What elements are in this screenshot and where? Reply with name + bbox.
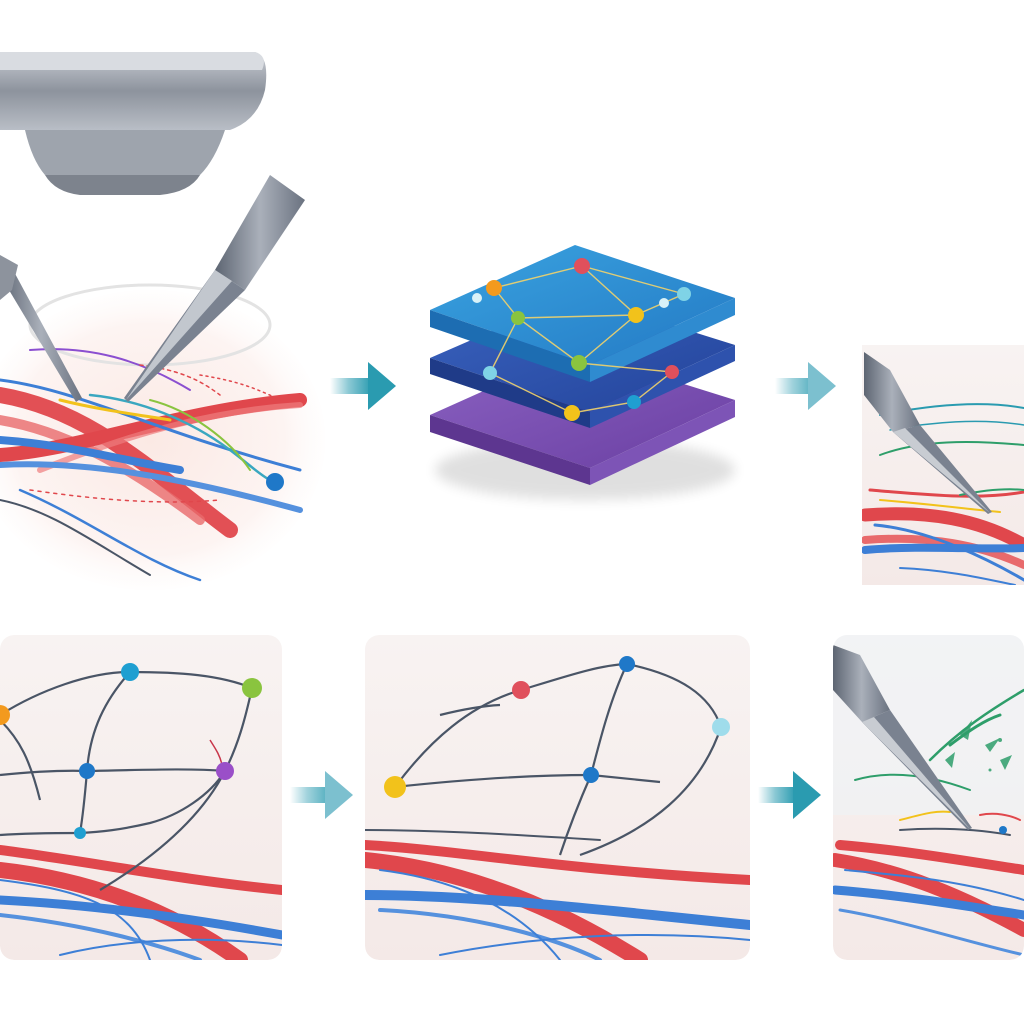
- network-node: [74, 827, 86, 839]
- micro-electrode-probe-icon: [0, 255, 82, 402]
- model-layer-top: [430, 245, 735, 365]
- flow-arrow-icon: [290, 771, 353, 819]
- network-node: [0, 705, 10, 725]
- layered-network-model-icon: [430, 245, 735, 500]
- network-node: [242, 678, 262, 698]
- network-node: [512, 681, 530, 699]
- micro-electrode-probe-icon: [864, 352, 992, 514]
- step-targeted-probing: [862, 345, 1024, 585]
- network-node: [384, 776, 406, 798]
- network-node: [712, 718, 730, 736]
- probe-contact-node: [266, 473, 284, 491]
- flow-arrow-icon: [758, 771, 821, 819]
- flow-arrow-icon: [330, 362, 396, 410]
- network-node: [79, 763, 95, 779]
- microscope-objective-icon: [0, 52, 267, 195]
- step-regrowth: [833, 635, 1024, 960]
- network-node: [619, 656, 635, 672]
- flow-arrow-icon: [775, 362, 836, 410]
- network-node: [216, 762, 234, 780]
- network-node: [583, 767, 599, 783]
- network-node: [121, 663, 139, 681]
- step-tissue-probing: [0, 52, 325, 590]
- tissue-vessels: [0, 348, 307, 582]
- step-refined-network: [365, 635, 750, 960]
- micro-electrode-probe-icon: [124, 175, 305, 402]
- micro-electrode-probe-icon: [833, 645, 972, 830]
- tissue-background: [0, 290, 325, 590]
- step-mapped-network: [0, 635, 282, 960]
